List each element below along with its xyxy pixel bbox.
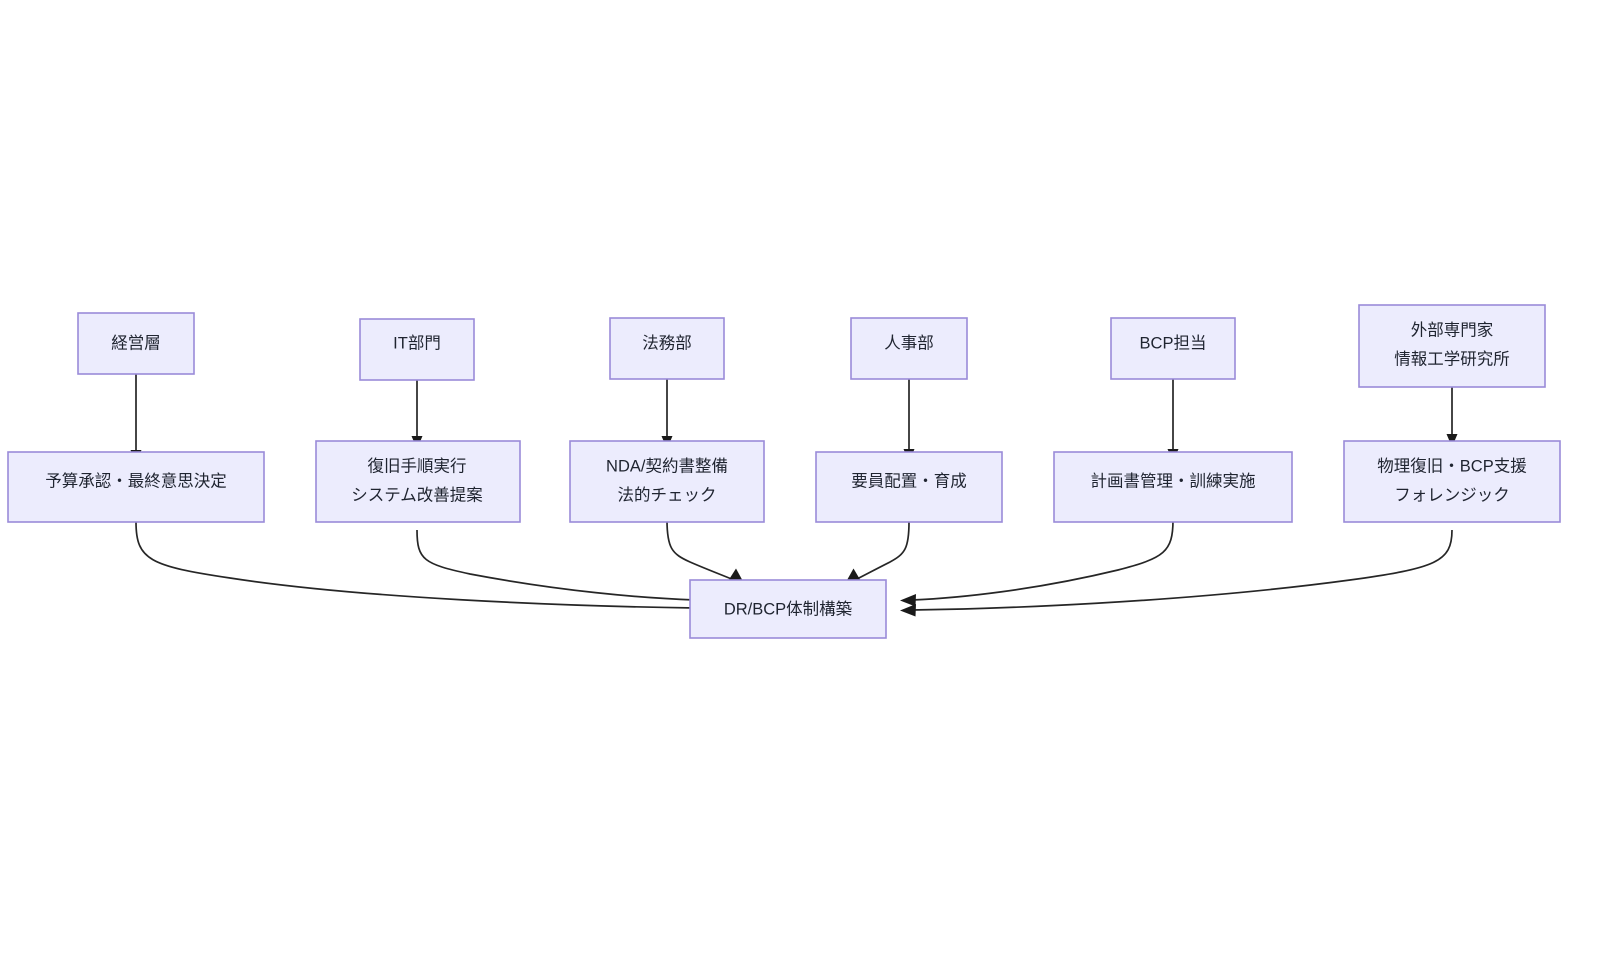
- node-task-bcp-label: 計画書管理・訓練実施: [1091, 471, 1256, 490]
- node-role-bcp[interactable]: BCP担当: [1110, 317, 1236, 380]
- node-role-external[interactable]: 外部専門家 情報工学研究所: [1358, 304, 1546, 388]
- node-target-label: DR/BCP体制構築: [724, 599, 852, 618]
- node-role-external-label-line2: 情報工学研究所: [1394, 349, 1510, 368]
- edge-exec-task-to-target: [135, 521, 707, 615]
- node-task-it-label-line1: 復旧手順実行: [368, 456, 467, 475]
- edge-bcp-role-to-task: [1167, 373, 1179, 462]
- edge-bcp-task-to-target: [900, 519, 1174, 607]
- node-role-legal[interactable]: 法務部: [609, 317, 725, 380]
- node-role-exec-label: 経営層: [111, 333, 161, 352]
- node-role-it[interactable]: IT部門: [359, 318, 475, 381]
- node-role-hr[interactable]: 人事部: [850, 317, 968, 380]
- node-role-bcp-label: BCP担当: [1140, 333, 1207, 352]
- node-role-exec[interactable]: 経営層: [77, 312, 195, 375]
- node-task-exec-label: 予算承認・最終意思決定: [45, 471, 227, 490]
- edge-it-role-to-task: [411, 380, 423, 449]
- node-task-legal-label-line1: NDA/契約書整備: [606, 456, 728, 475]
- edge-legal-role-to-task: [661, 373, 673, 449]
- node-role-hr-label: 人事部: [884, 333, 934, 352]
- node-role-it-label: IT部門: [393, 333, 441, 352]
- node-task-hr-label: 要員配置・育成: [851, 471, 967, 490]
- node-task-legal-label-line2: 法的チェック: [618, 485, 717, 504]
- node-role-legal-label: 法務部: [642, 333, 692, 352]
- edge-it-task-to-target: [416, 529, 707, 607]
- node-role-external-label-line1: 外部専門家: [1411, 320, 1494, 339]
- node-task-bcp[interactable]: 計画書管理・訓練実施: [1053, 451, 1293, 523]
- node-task-external-label-line2: フォレンジック: [1394, 485, 1510, 504]
- node-task-external-label-line1: 物理復旧・BCP支援: [1377, 456, 1526, 475]
- node-task-external[interactable]: 物理復旧・BCP支援 フォレンジック: [1343, 440, 1561, 523]
- edge-exec-role-to-task: [130, 374, 142, 463]
- node-task-legal[interactable]: NDA/契約書整備 法的チェック: [569, 440, 765, 523]
- edge-legal-task-to-target: [666, 519, 745, 585]
- edge-hr-task-to-target: [844, 521, 910, 586]
- edge-hr-role-to-task: [903, 373, 915, 462]
- node-task-exec[interactable]: 予算承認・最終意思決定: [7, 451, 265, 523]
- edge-external-task-to-target: [900, 529, 1453, 617]
- node-target-dr-bcp[interactable]: DR/BCP体制構築: [689, 579, 887, 639]
- edge-external-role-to-task: [1446, 387, 1458, 447]
- node-task-it[interactable]: 復旧手順実行 システム改善提案: [315, 440, 521, 523]
- node-task-it-label-line2: システム改善提案: [351, 485, 483, 504]
- node-task-hr[interactable]: 要員配置・育成: [815, 451, 1003, 523]
